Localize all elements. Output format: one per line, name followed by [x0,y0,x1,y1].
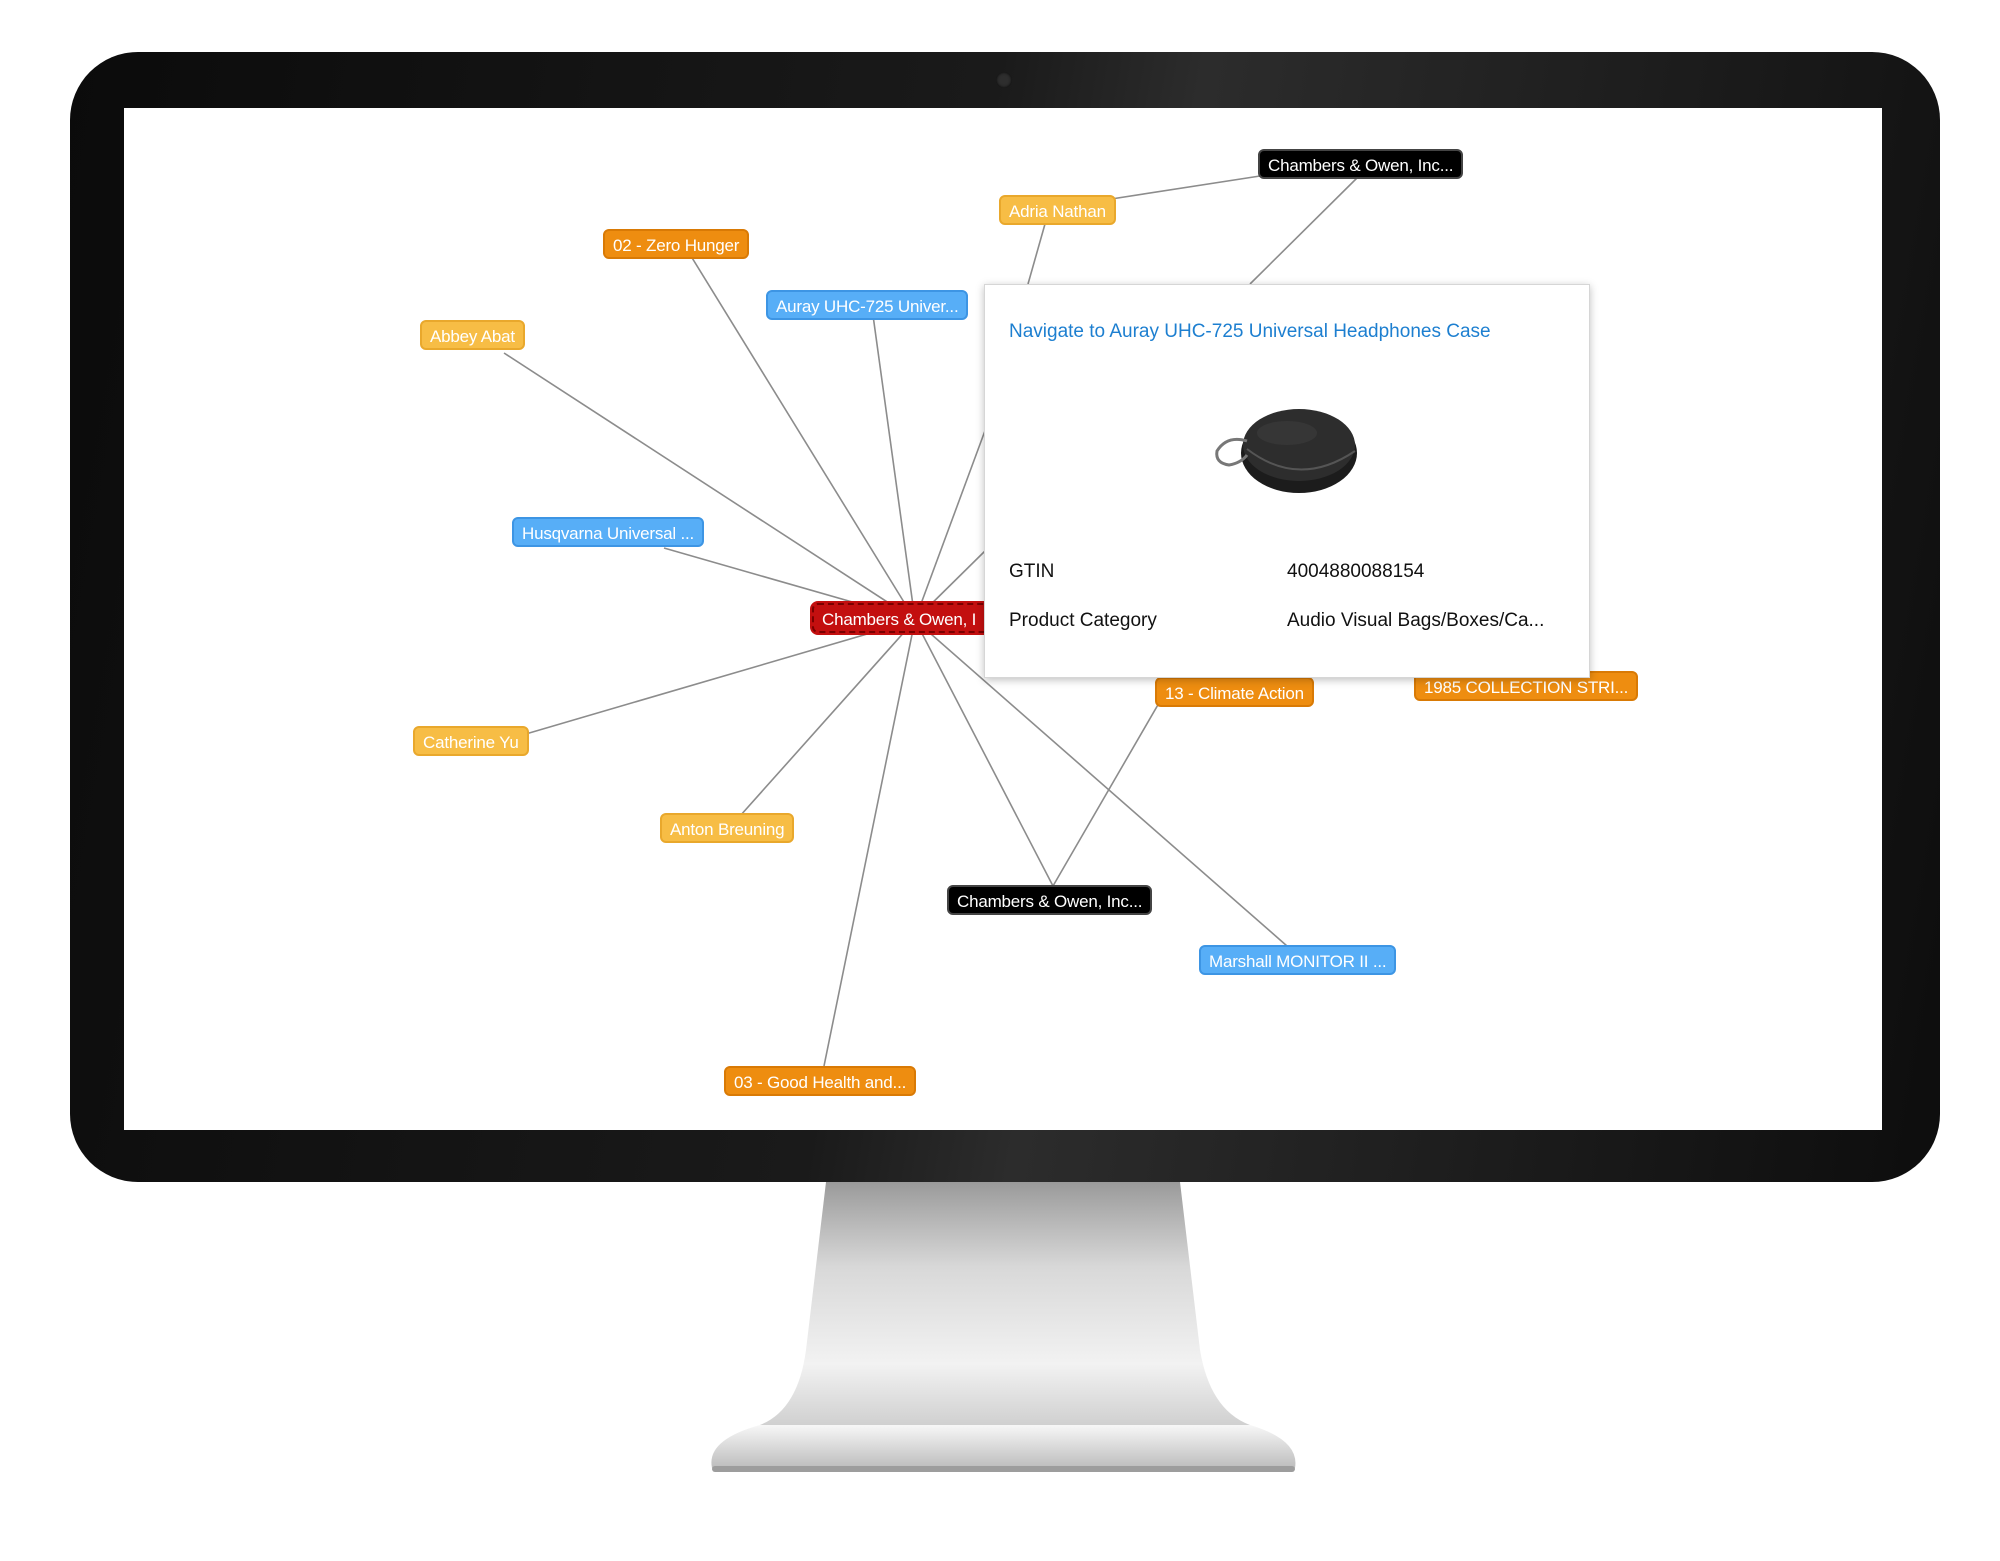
node-climate-action[interactable]: 13 - Climate Action [1155,677,1314,707]
graph-screen: Adria Nathan Chambers & Owen, Inc... 02 … [124,108,1882,1130]
product-category-label: Product Category [1009,610,1157,631]
edge-good-health [823,619,916,1067]
edge-abbey [503,352,916,621]
node-chambers-owen-top[interactable]: Chambers & Owen, Inc... [1258,149,1464,179]
edge-chambers-bottom [914,619,1054,887]
node-adria-nathan[interactable]: Adria Nathan [999,195,1116,225]
node-husqvarna-product[interactable]: Husqvarna Universal ... [512,517,705,547]
edge-anton [739,619,916,817]
edge-popup-a [914,427,987,621]
headphones-case-image [1215,409,1357,493]
gtin-label: GTIN [1009,561,1055,582]
navigate-link[interactable]: Navigate to Auray UHC-725 Universal Head… [1009,321,1491,342]
node-marshall-product[interactable]: Marshall MONITOR II ... [1199,945,1397,975]
node-catherine-yu[interactable]: Catherine Yu [413,726,529,756]
node-chambers-owen-center[interactable]: Chambers & Owen, I [812,603,990,633]
camera-icon [996,72,1012,88]
edge-catherine [518,619,916,737]
edge-marshall [914,619,1288,947]
node-zero-hunger[interactable]: 02 - Zero Hunger [603,229,750,259]
gtin-value: 4004880088154 [1287,561,1425,582]
edge-company-popup [1249,175,1360,285]
edge-adria-popup [1027,223,1046,285]
node-auray-product[interactable]: Auray UHC-725 Univer... [766,290,969,320]
node-abbey-abat[interactable]: Abbey Abat [420,320,525,350]
edge-climate-company [1052,683,1171,887]
edge-zero-hunger [685,247,916,621]
product-category-value: Audio Visual Bags/Boxes/Ca... [1287,610,1545,631]
node-good-health[interactable]: 03 - Good Health and... [724,1066,917,1096]
node-chambers-owen-bottom[interactable]: Chambers & Owen, Inc... [947,885,1153,915]
node-detail-popup: Navigate to Auray UHC-725 Universal Head… [984,284,1590,678]
node-anton-breuning[interactable]: Anton Breuning [660,813,795,843]
edge-adria-company [1091,175,1261,203]
edge-auray [871,307,916,621]
